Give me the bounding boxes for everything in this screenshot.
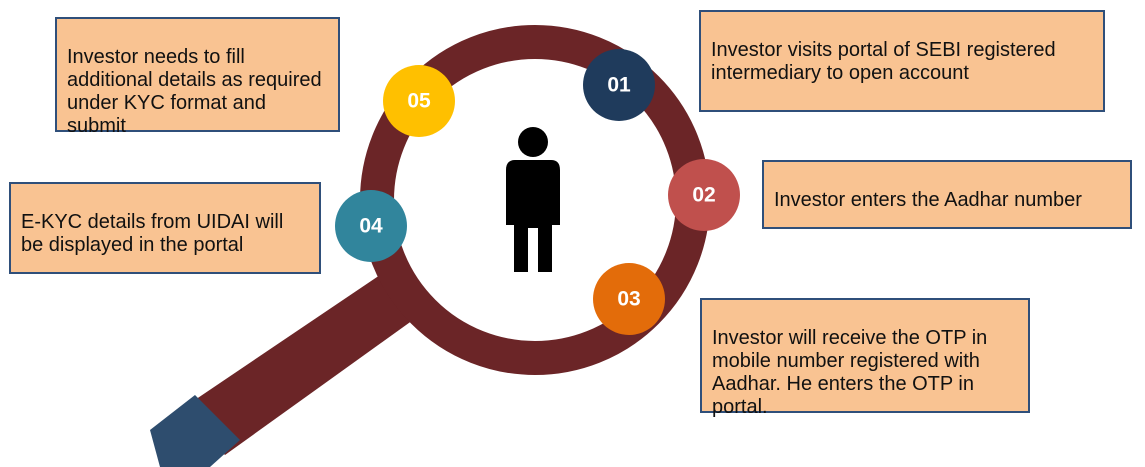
step-03-text-box: Investor will receive the OTP in mobile … (700, 298, 1030, 418)
step-01-text: Investor visits portal of SEBI registere… (711, 39, 1056, 84)
step-number-04: 04 (359, 215, 383, 238)
step-badge-05: 05 (383, 65, 455, 137)
step-badge-03: 03 (593, 263, 665, 335)
step-badge-01: 01 (583, 49, 655, 121)
step-number-02: 02 (692, 184, 715, 207)
magnifier-handle-end (150, 395, 240, 467)
step-05-text-box: Investor needs to fill additional detail… (55, 17, 340, 137)
person-icon (506, 127, 560, 272)
step-badge-02: 02 (668, 159, 740, 231)
step-number-03: 03 (617, 288, 640, 311)
step-04-text-box: E-KYC details from UIDAI will be display… (9, 182, 321, 274)
step-badge-04: 04 (335, 190, 407, 262)
step-01-text-box: Investor visits portal of SEBI registere… (699, 10, 1105, 112)
step-05-text: Investor needs to fill additional detail… (67, 46, 322, 137)
step-03-text: Investor will receive the OTP in mobile … (712, 327, 988, 418)
step-04-text: E-KYC details from UIDAI will be display… (21, 211, 284, 256)
step-number-01: 01 (607, 74, 631, 97)
step-02-text-box: Investor enters the Aadhar number (762, 160, 1132, 229)
step-02-text: Investor enters the Aadhar number (774, 189, 1082, 211)
step-number-05: 05 (407, 90, 431, 113)
magnifier-handle (180, 275, 420, 455)
